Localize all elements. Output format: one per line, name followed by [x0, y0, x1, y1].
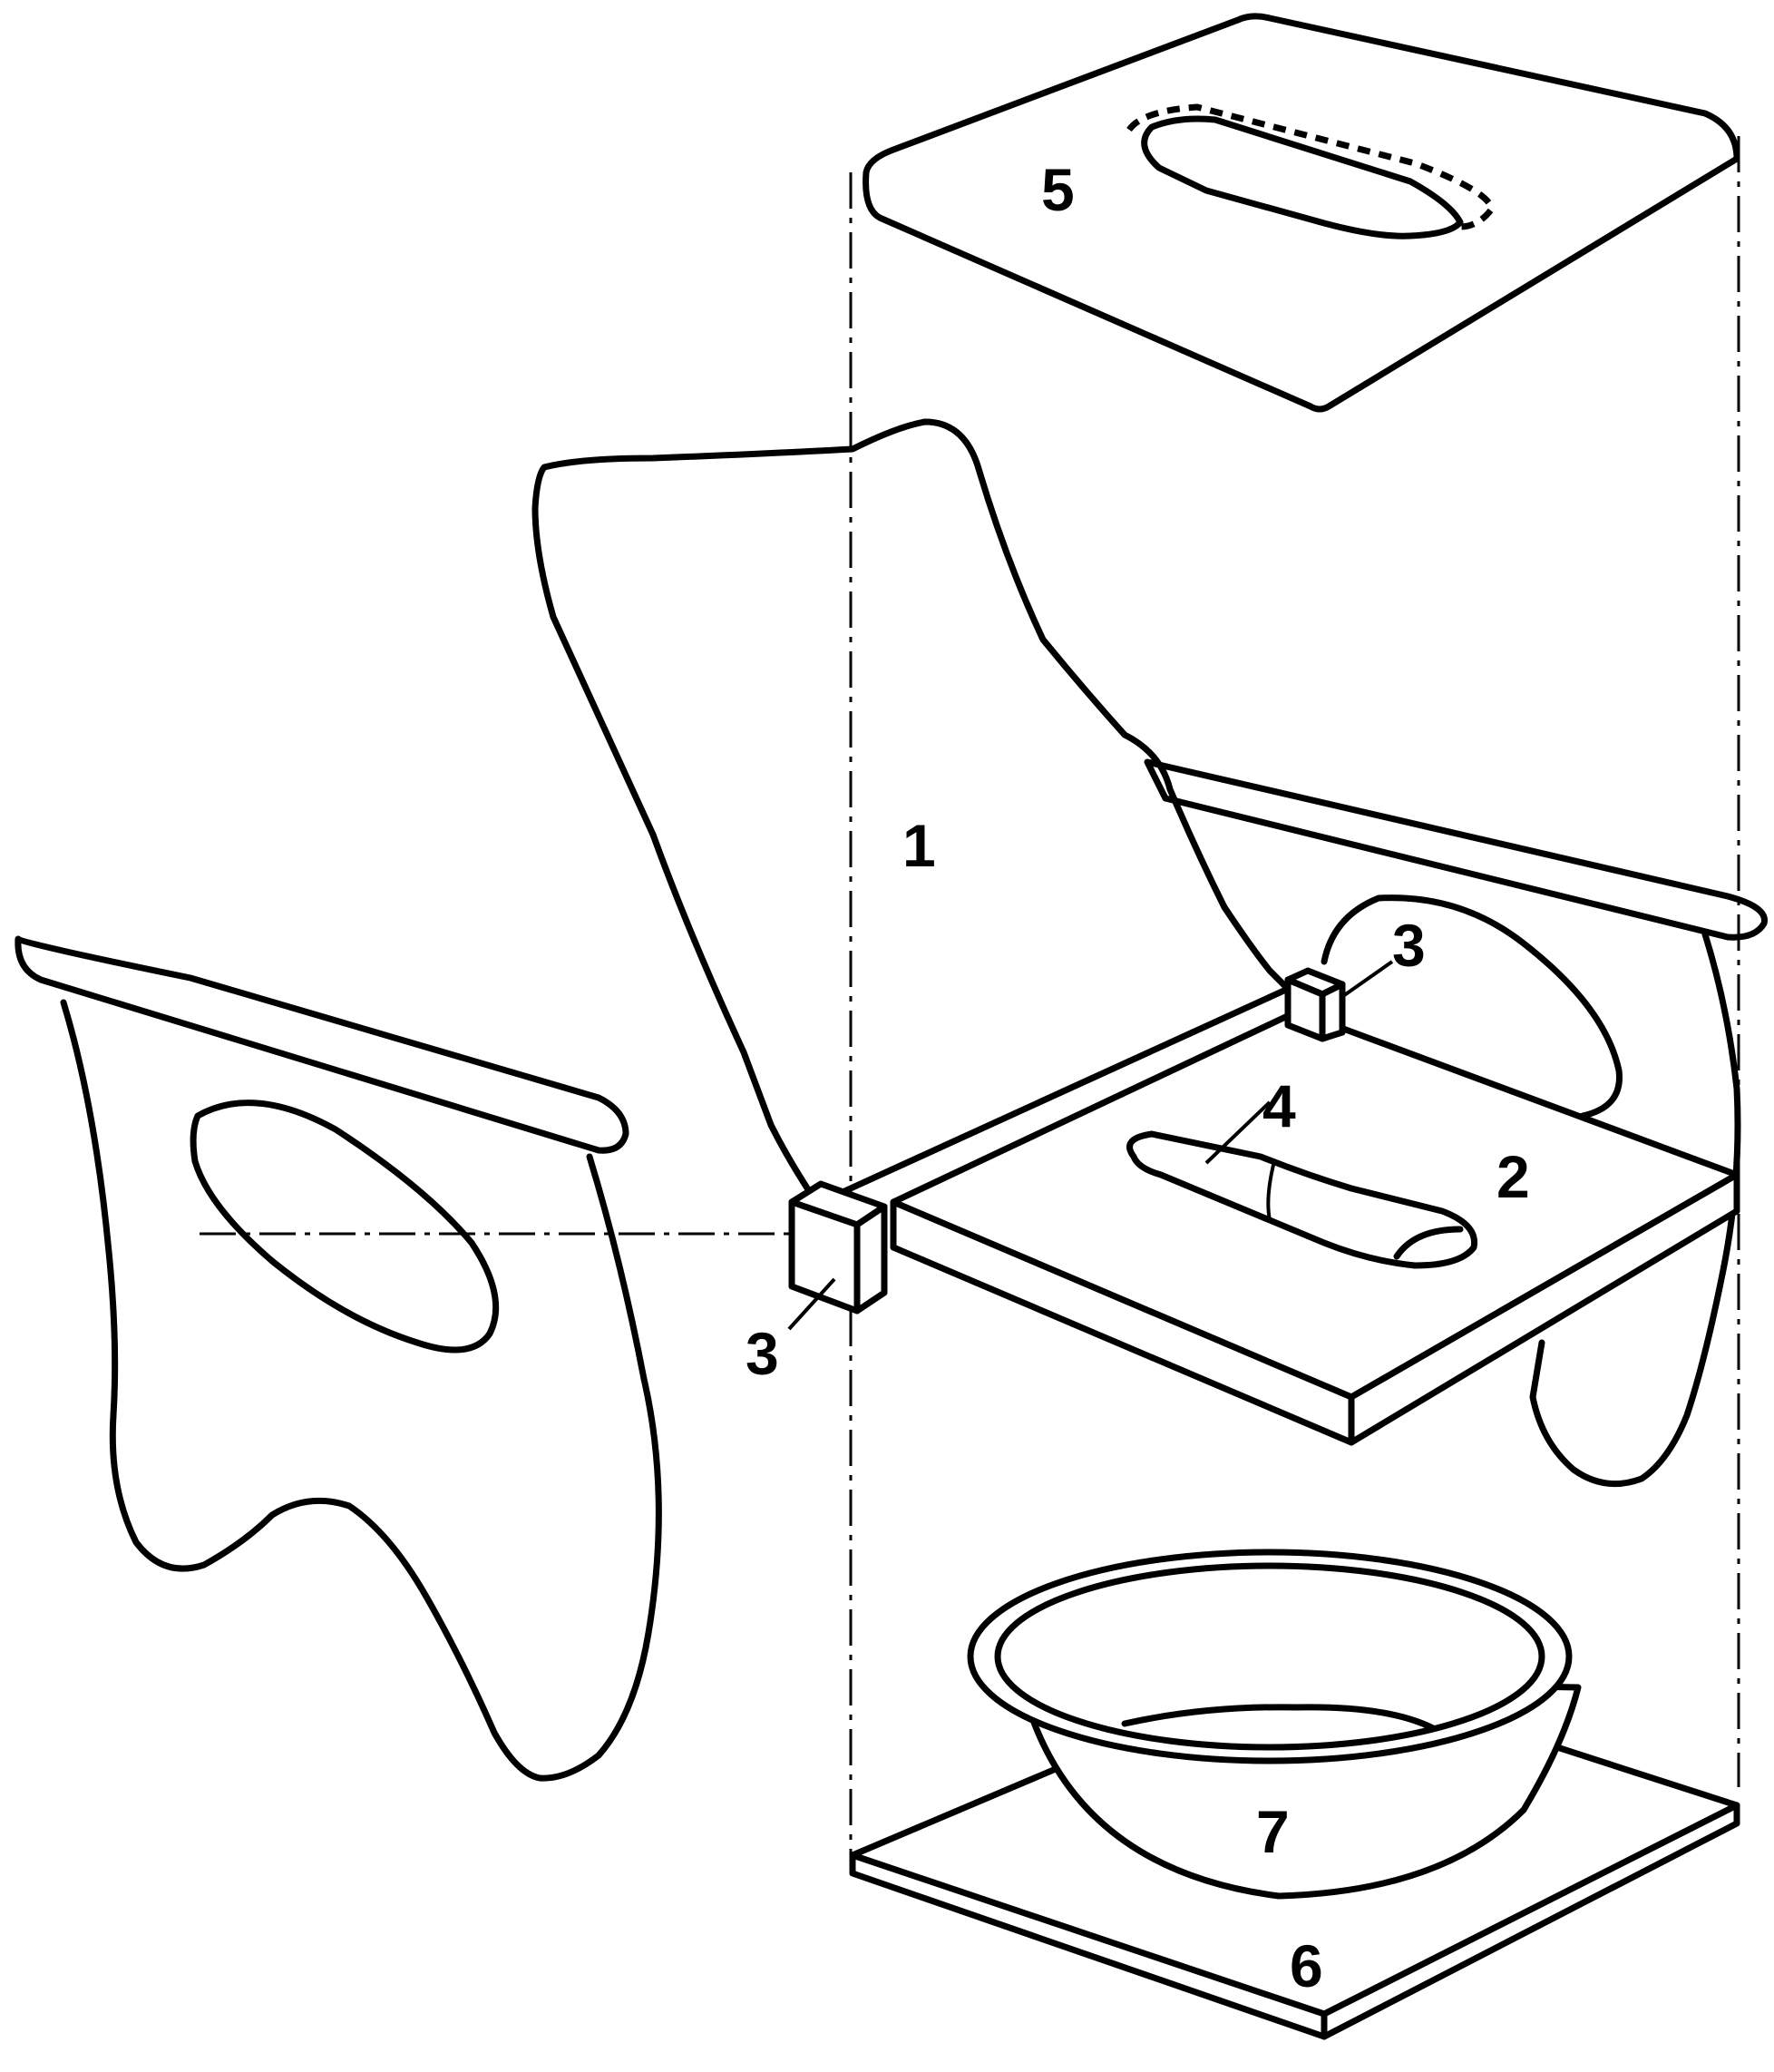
- leader-lines: [787, 960, 1394, 1331]
- lid-part: [863, 13, 1740, 413]
- label-connector-front: 3: [746, 1320, 779, 1387]
- label-seat-board: 2: [1496, 1143, 1530, 1210]
- label-base-board: 6: [1290, 1932, 1323, 1999]
- backrest-part: [531, 418, 1292, 1206]
- left-side-panel: [15, 935, 662, 1782]
- basin-part: [967, 1549, 1582, 1900]
- right-side-panel: [1144, 758, 1768, 1488]
- label-seat-hole: 4: [1262, 1072, 1296, 1139]
- connector-block-back: [1284, 967, 1346, 1042]
- label-lid: 5: [1041, 156, 1075, 223]
- label-connector-back: 3: [1392, 912, 1426, 979]
- connector-block-front: [788, 1180, 888, 1315]
- label-basin: 7: [1256, 1798, 1290, 1865]
- seat-board-part: [890, 1008, 1740, 1446]
- assembly-axes: [200, 136, 1740, 1855]
- label-backrest: 1: [902, 812, 936, 879]
